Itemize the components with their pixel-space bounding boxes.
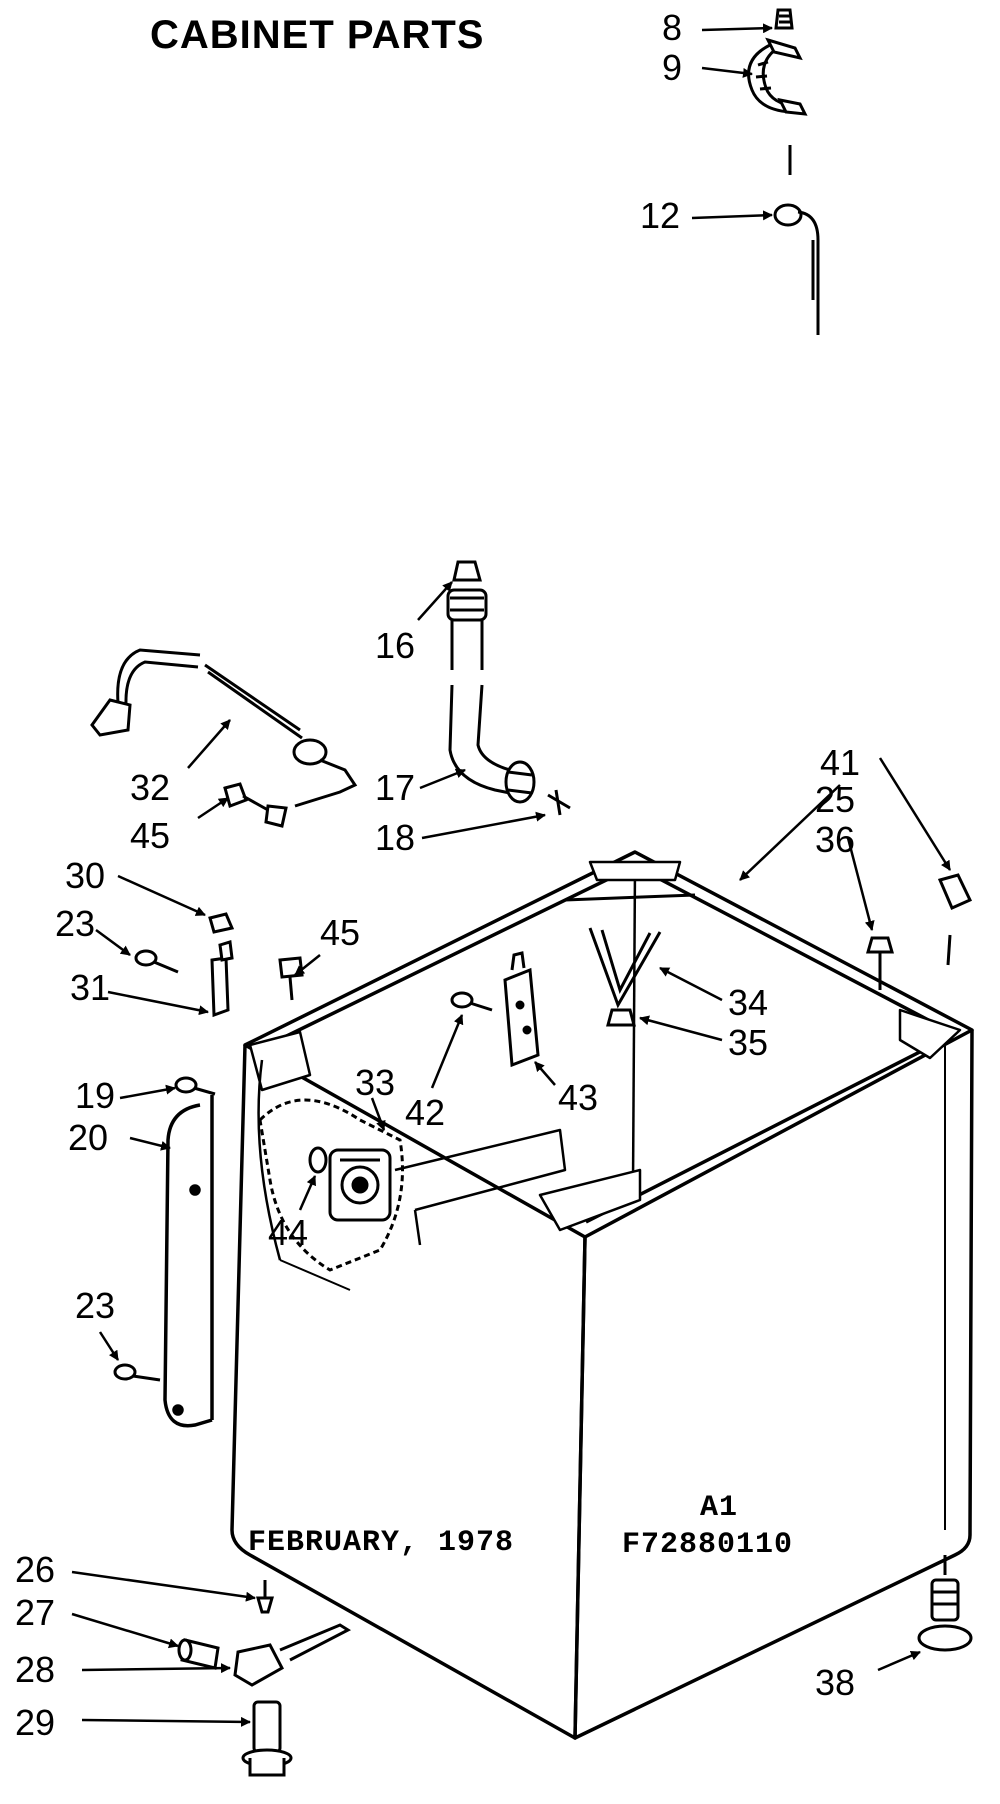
part-16-fitting — [446, 560, 488, 622]
callout-42: 42 — [405, 1092, 445, 1133]
callout-45-a: 45 — [130, 815, 170, 856]
part-41-clip — [937, 873, 973, 966]
part-42-screw — [450, 991, 493, 1012]
callout-33: 33 — [355, 1062, 395, 1103]
callout-26: 26 — [15, 1549, 55, 1590]
part-35-foot — [606, 1008, 636, 1027]
callout-9: 9 — [662, 47, 682, 88]
callout-29: 29 — [15, 1702, 55, 1743]
callout-43: 43 — [558, 1077, 598, 1118]
callout-32: 32 — [130, 767, 170, 808]
part-44-knob — [308, 1146, 328, 1174]
part-38-leg — [917, 1555, 973, 1652]
callout-35: 35 — [728, 1022, 768, 1063]
part-43-plate — [503, 951, 540, 1068]
callout-41: 41 — [820, 742, 860, 783]
callout-20: 20 — [68, 1117, 108, 1158]
part-18-clamp — [504, 760, 571, 816]
callout-25: 25 — [815, 779, 855, 820]
part-27-bushing — [177, 1638, 220, 1670]
part-19-screw — [174, 1076, 216, 1096]
part-33-timer — [258, 1098, 404, 1272]
callout-28: 28 — [15, 1649, 55, 1690]
callout-19: 19 — [75, 1075, 115, 1116]
callout-34: 34 — [728, 982, 768, 1023]
leader-lines — [71, 23, 952, 1727]
callout-45-b: 45 — [320, 912, 360, 953]
callout-16: 16 — [375, 625, 415, 666]
callout-23-b: 23 — [75, 1285, 115, 1326]
callout-30: 30 — [65, 855, 105, 896]
callout-12: 12 — [640, 195, 680, 236]
part-8-screw — [774, 8, 794, 30]
callout-36: 36 — [815, 819, 855, 860]
diagram-title: CABINET PARTS — [150, 13, 484, 57]
part-23-screw-a — [134, 949, 179, 974]
callout-23-a: 23 — [55, 903, 95, 944]
part-36-bolt — [866, 936, 894, 990]
callout-18: 18 — [375, 817, 415, 858]
part-31-latch — [210, 940, 234, 1018]
part-32-cord — [90, 648, 358, 808]
callout-17: 17 — [375, 767, 415, 808]
callout-44: 44 — [268, 1212, 308, 1253]
revision-label: A1 — [700, 1491, 738, 1525]
part-9-clamp — [747, 37, 808, 116]
part-28-bracket — [233, 1623, 352, 1687]
part-26-screw — [256, 1580, 274, 1614]
part-20-panel — [163, 1095, 214, 1428]
callout-27: 27 — [15, 1592, 55, 1633]
part-30-clip — [208, 912, 235, 934]
part-23-screw-b — [113, 1363, 161, 1382]
part-12-rod — [773, 203, 820, 335]
part-45-screw-a — [223, 782, 288, 828]
cabinet-body — [230, 850, 974, 1740]
part-code: F72880110 — [622, 1528, 793, 1562]
part-34-bracket — [564, 893, 696, 1009]
part-29-leg — [241, 1700, 293, 1777]
callout-31: 31 — [70, 967, 110, 1008]
part-45-screw-b — [278, 956, 304, 1001]
callout-labels: 8 9 12 16 17 18 32 45 30 23 31 45 41 25 … — [15, 7, 860, 1743]
callout-8: 8 — [662, 7, 682, 48]
callout-38: 38 — [815, 1662, 855, 1703]
date-stamp: FEBRUARY, 1978 — [248, 1526, 514, 1560]
